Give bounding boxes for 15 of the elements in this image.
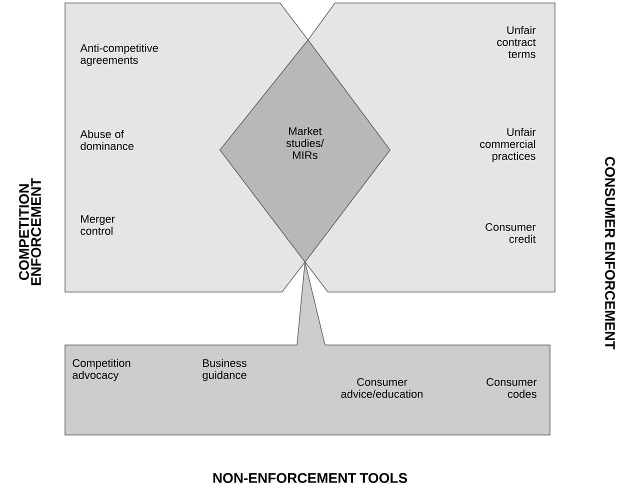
panel-label: Unfair commercial practices xyxy=(480,128,536,162)
side-heading: COMPETITION ENFORCEMENT xyxy=(19,178,41,286)
panel-label: Abuse of dominance xyxy=(80,130,134,150)
panel-label: Anti-competitive agreements xyxy=(80,44,158,66)
panel-label: Merger control xyxy=(80,215,115,235)
panel-label: Business guidance xyxy=(202,358,246,382)
bottom-heading: NON-ENFORCEMENT TOOLS xyxy=(213,473,408,483)
panel-label: Competition advocacy xyxy=(72,358,130,382)
diamond-label: Market studies/ MIRs xyxy=(286,126,324,160)
panel-label: Consumer advice/education xyxy=(341,378,423,398)
side-heading: CONSUMER ENFORCEMENT xyxy=(605,157,615,350)
panel-label: Consumer credit xyxy=(486,223,536,243)
non-enforcement-panel xyxy=(64,260,550,436)
panel-label: Unfair contract terms xyxy=(497,26,536,58)
panel-label: Consumer codes xyxy=(486,378,537,398)
